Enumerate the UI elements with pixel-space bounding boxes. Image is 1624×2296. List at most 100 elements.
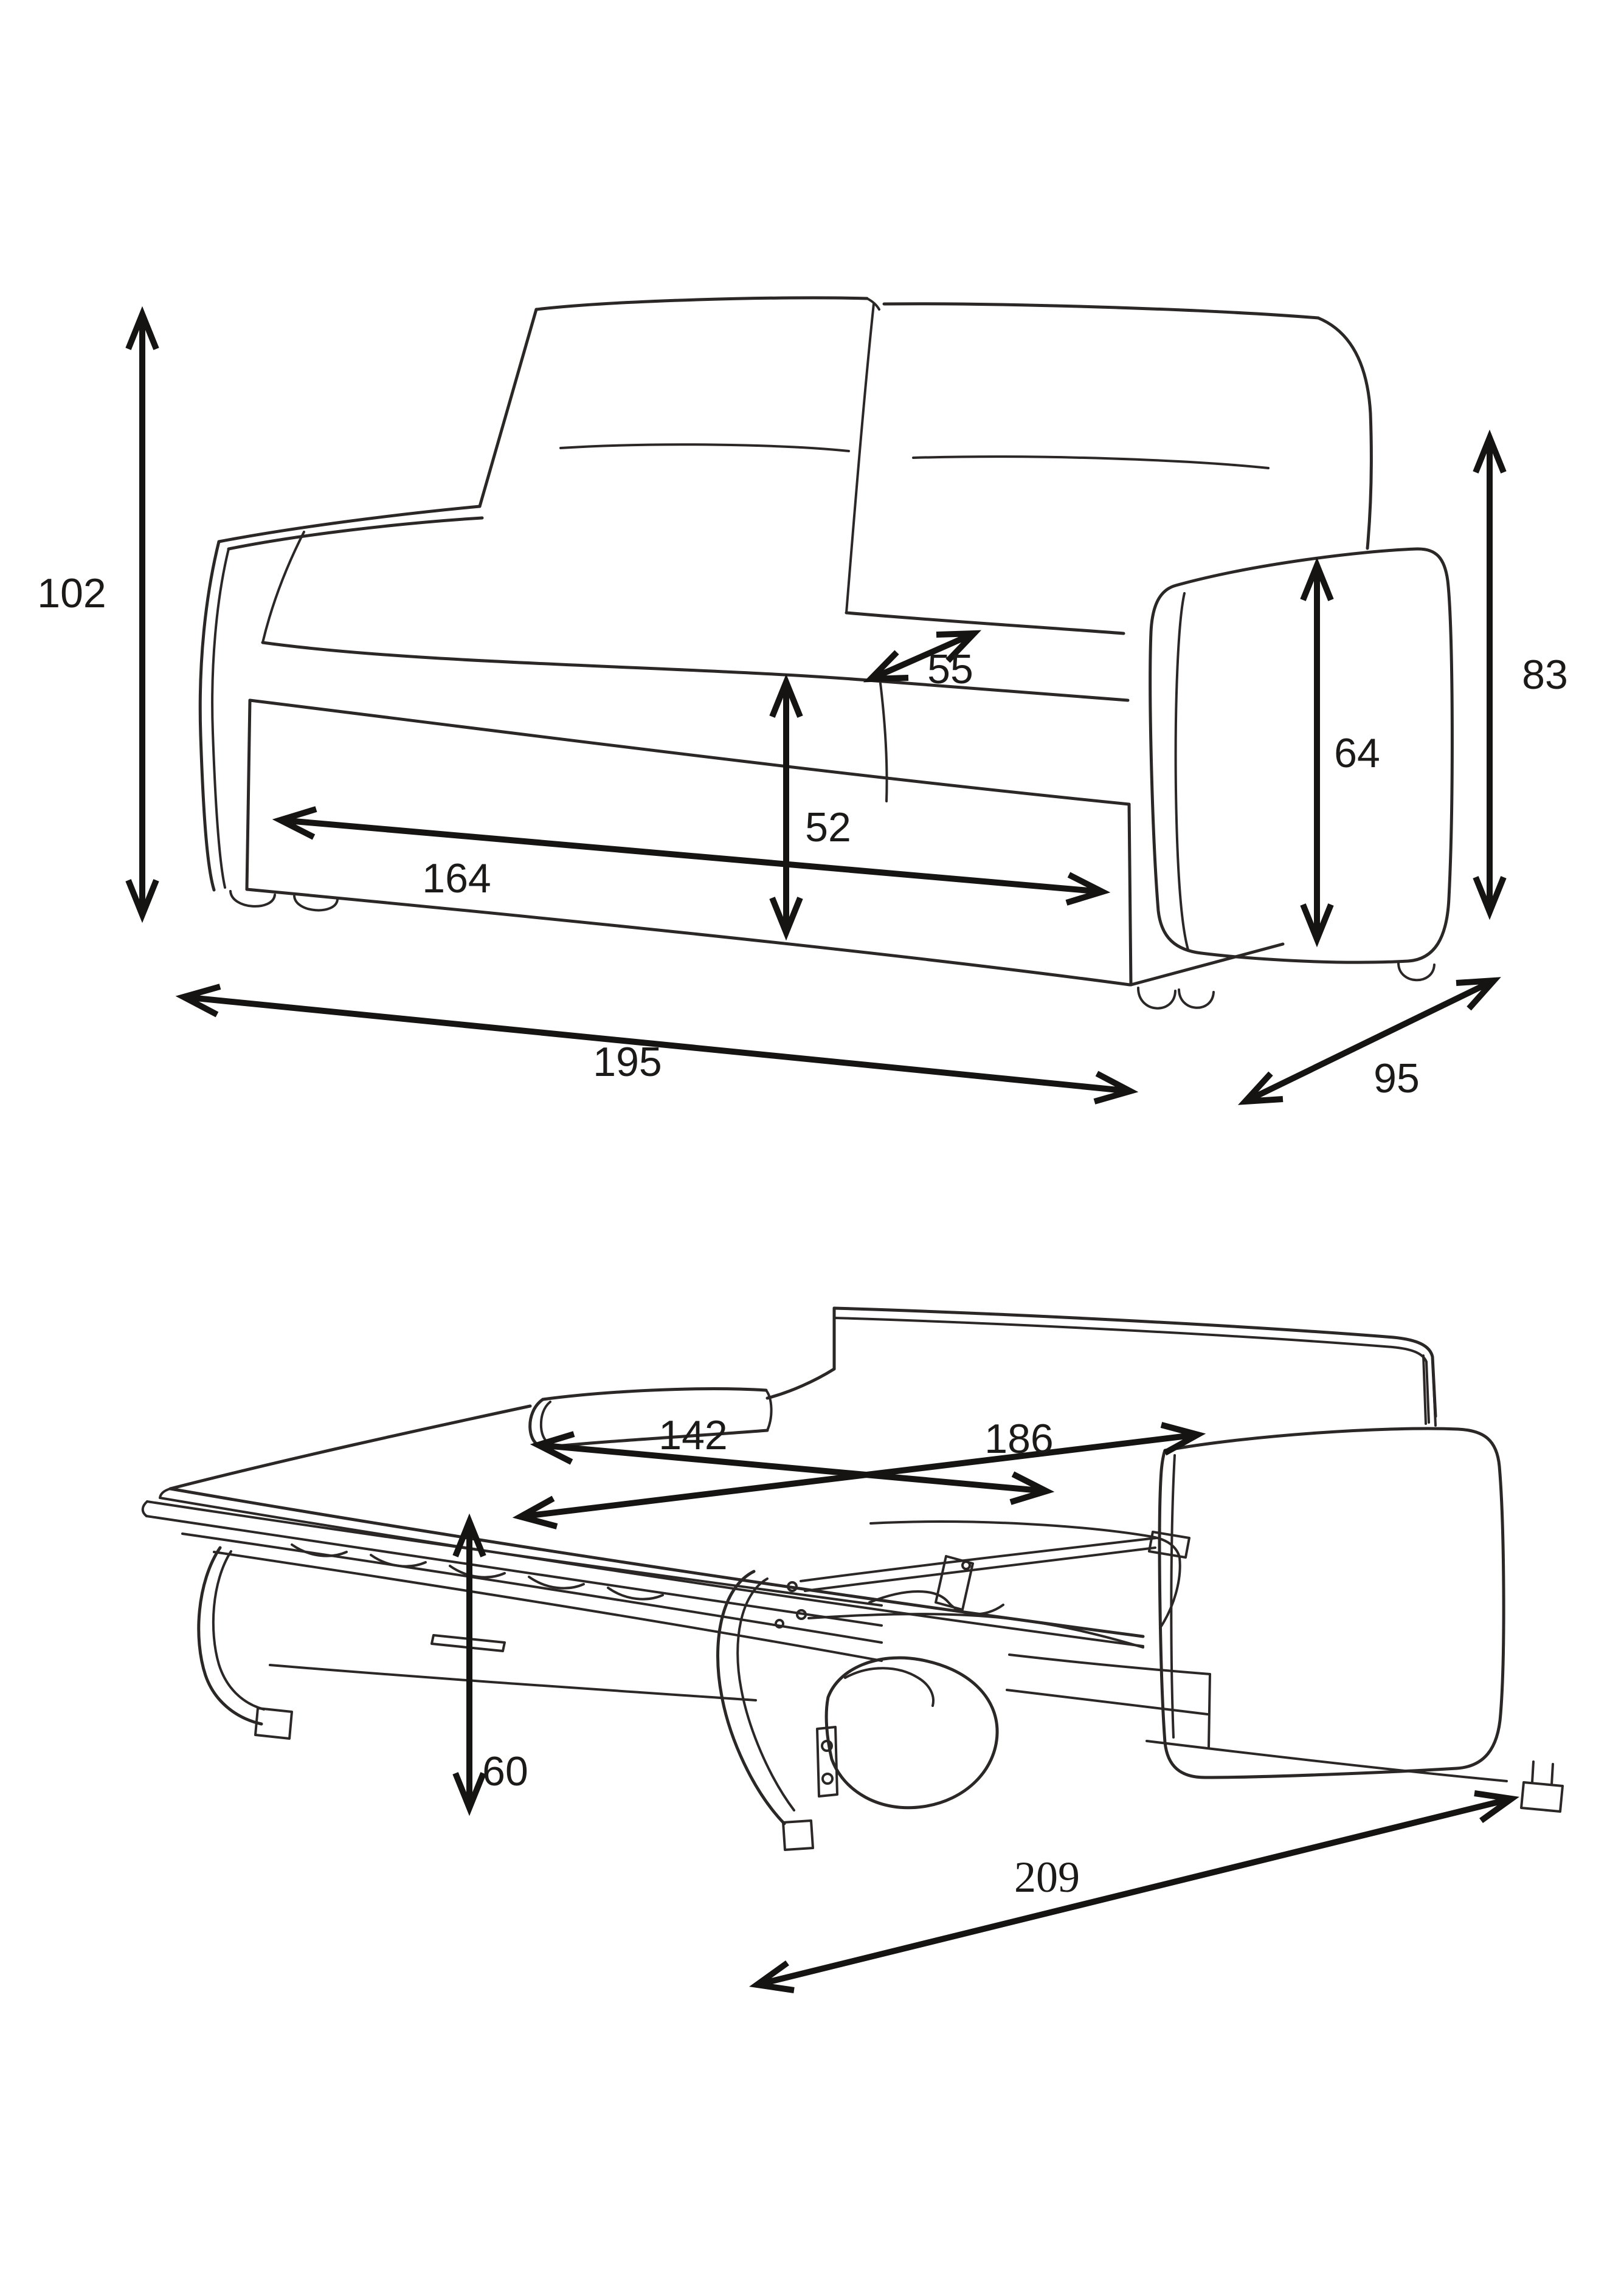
arrow-inner-width	[272, 806, 1111, 906]
folded-pad-blob	[824, 1656, 999, 1810]
sofa-bed-open-drawing	[141, 1306, 1564, 1851]
front-leg-left-foot	[254, 1707, 293, 1740]
open-armrest-outline	[1158, 1427, 1505, 1779]
pivot-1	[787, 1581, 798, 1592]
linkage-lower-arm	[807, 1613, 1144, 1649]
foot-left-1	[229, 890, 276, 908]
mattress-back-edge-left	[168, 1404, 532, 1491]
backrest-right-edge	[1316, 316, 1373, 550]
base-right-edge	[1127, 802, 1133, 987]
deck-line-3	[181, 1532, 883, 1644]
mattress-back-edge-right	[765, 1367, 836, 1400]
mechanism-bracket-plate	[816, 1726, 838, 1798]
foot-right-side	[1397, 962, 1436, 982]
arrow-overall-width	[175, 984, 1139, 1105]
backrest-cushion-divide	[845, 303, 875, 614]
rear-right-foot	[1520, 1760, 1564, 1813]
label-overall-depth-open: 209	[1014, 1853, 1080, 1901]
backrest-left-edge	[478, 308, 538, 508]
open-armrest-inner-line	[1170, 1454, 1176, 1739]
label-overall-depth: 95	[1373, 1055, 1420, 1101]
label-mattress-length: 186	[984, 1416, 1053, 1462]
base-top-edge	[248, 698, 1131, 806]
foot-front-right-2	[1178, 988, 1215, 1009]
dimension-overall-depth: 95	[1237, 977, 1501, 1105]
open-backrest-right-strip	[1422, 1354, 1437, 1427]
label-seat-depth: 55	[927, 646, 973, 692]
foot-left-2	[293, 895, 339, 912]
base-bottom-edge	[245, 888, 1132, 987]
front-leg-left-outer	[197, 1546, 263, 1726]
arrow-overall-height	[125, 306, 159, 923]
back-cushion-seam-left	[559, 443, 850, 452]
back-cushion-seam-right	[912, 455, 1270, 469]
seat-cushion-right-front-edge	[845, 611, 1125, 635]
arrow-overall-depth	[1237, 977, 1501, 1105]
mattress-front-edge	[168, 1487, 1145, 1638]
mechanism-leg-inner	[736, 1577, 795, 1812]
left-armrest-top-edge	[217, 505, 484, 551]
dimension-bed-height: 60	[452, 1513, 528, 1816]
left-armrest-seat-join	[261, 531, 305, 644]
open-view-dimensions: 142 186 60 209	[452, 1412, 1519, 1993]
left-armrest-inner-edge	[211, 548, 230, 889]
label-seat-height: 52	[805, 804, 851, 850]
pivot-2	[796, 1609, 807, 1620]
arrow-seat-height	[769, 674, 803, 941]
arrow-mattress-width	[530, 1431, 1055, 1505]
arrow-backrest-height	[1473, 429, 1507, 920]
deck-line-4	[213, 1551, 883, 1662]
open-backrest-top-edge	[832, 1306, 1437, 1418]
dimension-seat-height: 52	[769, 674, 851, 941]
base-right-side-bottom	[1129, 942, 1285, 987]
base-left-edge	[245, 698, 252, 891]
dimension-seat-depth: 55	[863, 630, 982, 692]
arrow-bed-height	[452, 1513, 486, 1816]
seat-step-seam	[879, 682, 888, 802]
arrow-armrest-height	[1300, 557, 1334, 948]
label-bed-height: 60	[482, 1748, 528, 1794]
dimension-mattress-width: 142	[530, 1412, 1055, 1505]
mechanism-leg-outer	[716, 1570, 786, 1825]
dimension-mattress-length: 186	[512, 1416, 1206, 1529]
mechanism-foot-pad	[782, 1819, 814, 1851]
deck-line-2	[145, 1515, 883, 1627]
folded-pad-curl	[844, 1667, 935, 1707]
open-base-side-bottom	[1145, 1740, 1508, 1782]
label-inner-width: 164	[422, 855, 491, 902]
dimension-backrest-height: 83	[1473, 429, 1568, 920]
dimension-overall-height: 102	[37, 306, 159, 923]
bolster-right-end	[765, 1389, 773, 1432]
dimension-armrest-height: 64	[1300, 557, 1380, 948]
left-armrest-outer-edge	[198, 540, 221, 892]
bracket-hole-1	[821, 1740, 833, 1752]
front-leg-left-inner	[212, 1550, 265, 1711]
foot-front-right-1	[1137, 987, 1177, 1010]
arrow-seat-depth	[863, 630, 982, 683]
sofa-closed-drawing	[198, 296, 1454, 1010]
right-armrest-outline	[1149, 547, 1454, 964]
arrow-overall-depth-open	[749, 1790, 1519, 1993]
label-armrest-height: 64	[1334, 730, 1380, 776]
deck-line-1	[146, 1500, 883, 1607]
dimension-overall-width: 195	[175, 984, 1139, 1105]
deck-left-cap	[141, 1500, 148, 1517]
frame-bottom-rail	[269, 1664, 757, 1701]
bolster-top-edge	[541, 1387, 768, 1401]
pivot-3	[775, 1619, 784, 1629]
wire-deck-scallops	[291, 1543, 664, 1601]
pull-handle	[430, 1634, 506, 1652]
dimension-inner-width: 164	[272, 806, 1111, 906]
label-overall-height: 102	[37, 570, 106, 616]
mattress-right-seam	[869, 1520, 1181, 1629]
seat-front-edge	[261, 641, 1130, 702]
seat-deck-front-edges	[1006, 1653, 1211, 1748]
closed-view-dimensions: 102 55 64 83 52 164 195 95	[37, 306, 1568, 1105]
label-backrest-height: 83	[1522, 652, 1568, 698]
arrow-mattress-length	[512, 1422, 1206, 1529]
label-mattress-width: 142	[658, 1412, 727, 1458]
open-backrest-second-edge	[833, 1317, 1430, 1424]
